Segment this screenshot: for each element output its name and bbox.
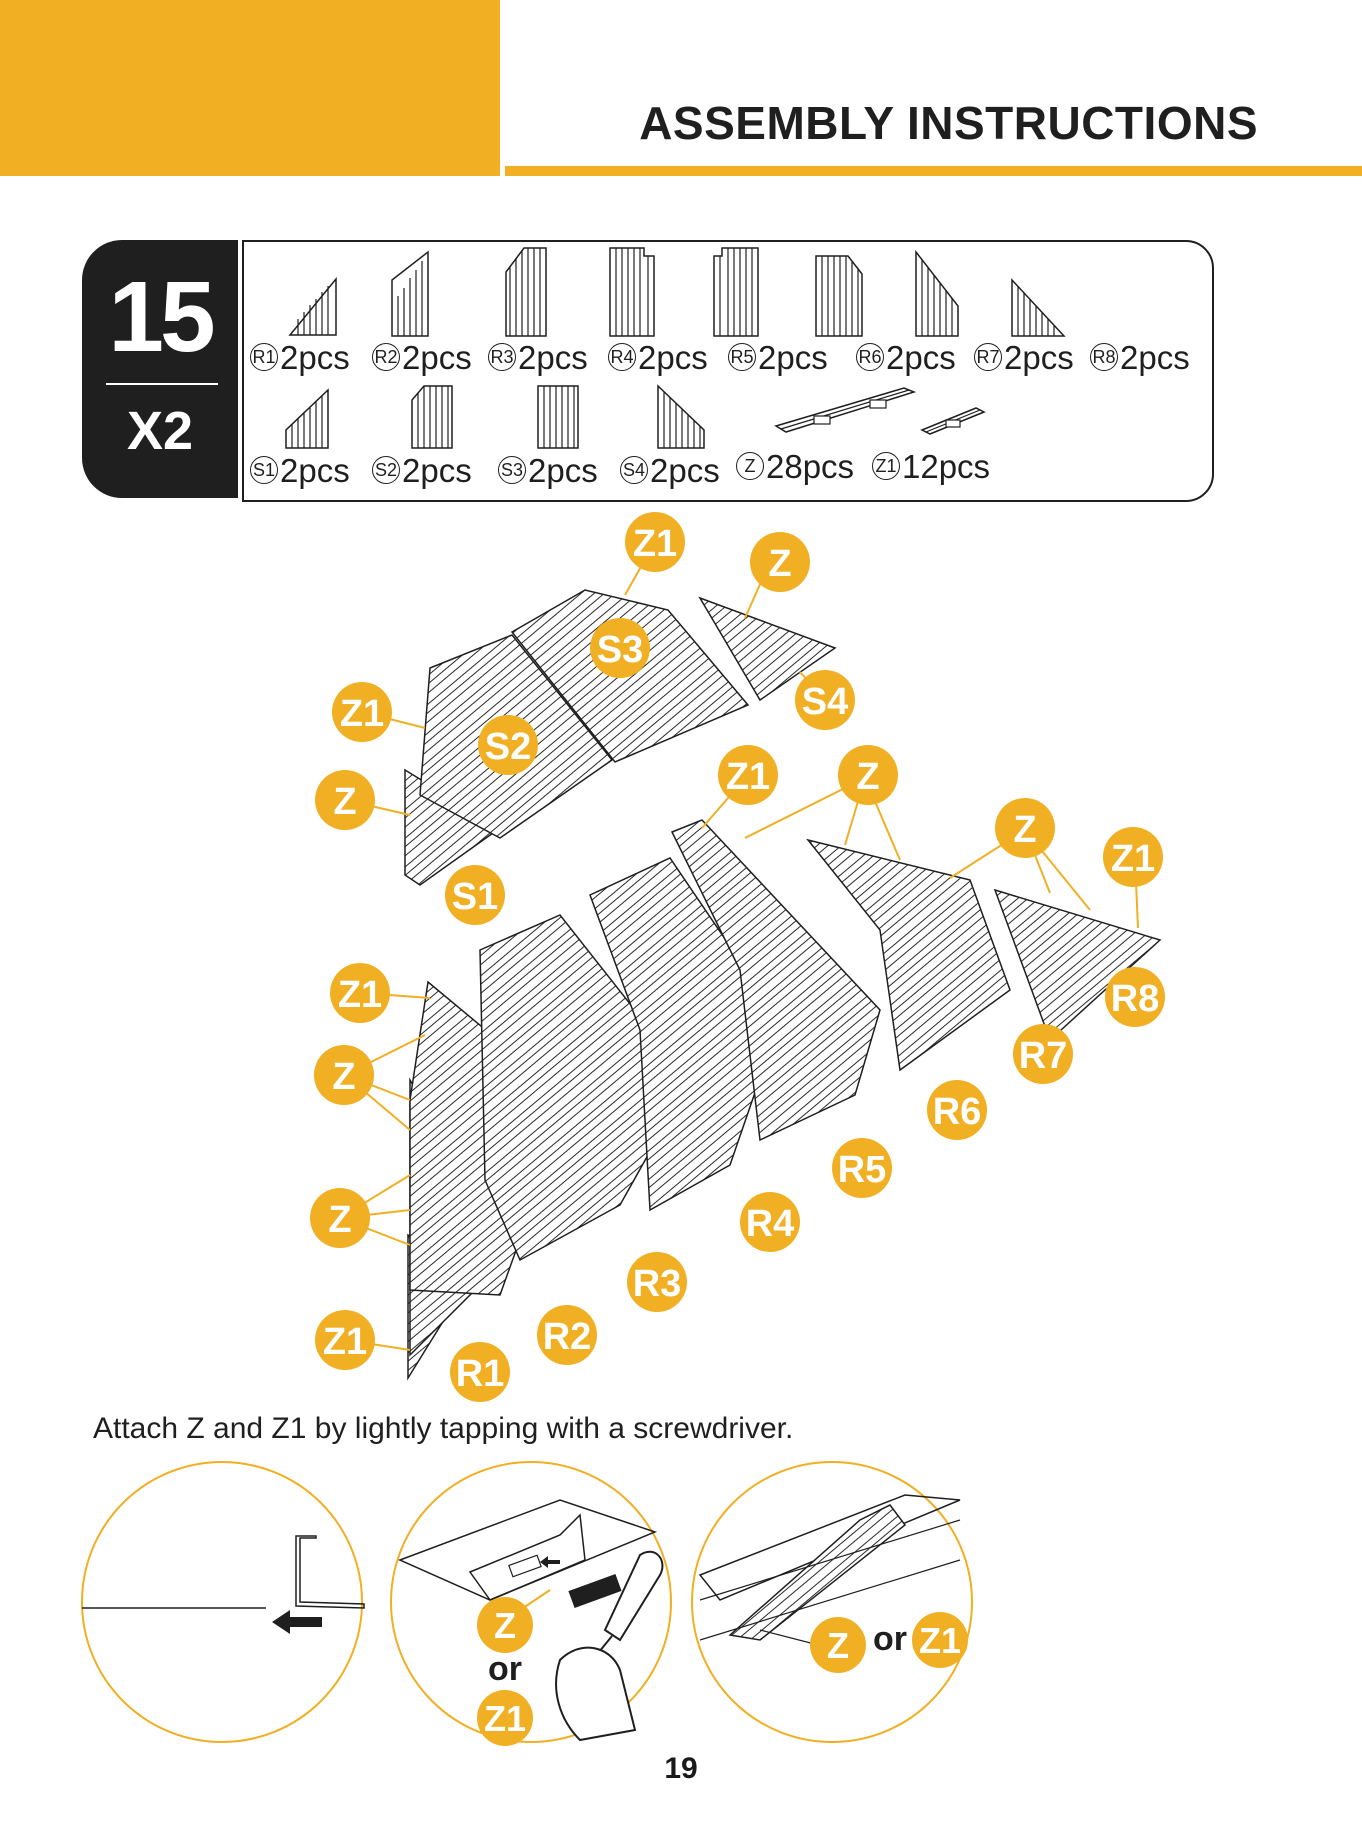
- detail-2-label-z: Z: [494, 1605, 516, 1646]
- detail-3-label-z: Z: [827, 1625, 849, 1666]
- detail-2: Z or Z1: [391, 1462, 671, 1746]
- detail-3-label-z1: Z1: [919, 1620, 961, 1661]
- detail-3-or: or: [873, 1620, 907, 1658]
- detail-2-label-z1: Z1: [484, 1698, 526, 1739]
- detail-2-or: or: [488, 1650, 522, 1688]
- page-number: 19: [0, 1752, 1362, 1786]
- detail-1: [82, 1462, 364, 1742]
- detail-3: Z or Z1: [692, 1462, 972, 1742]
